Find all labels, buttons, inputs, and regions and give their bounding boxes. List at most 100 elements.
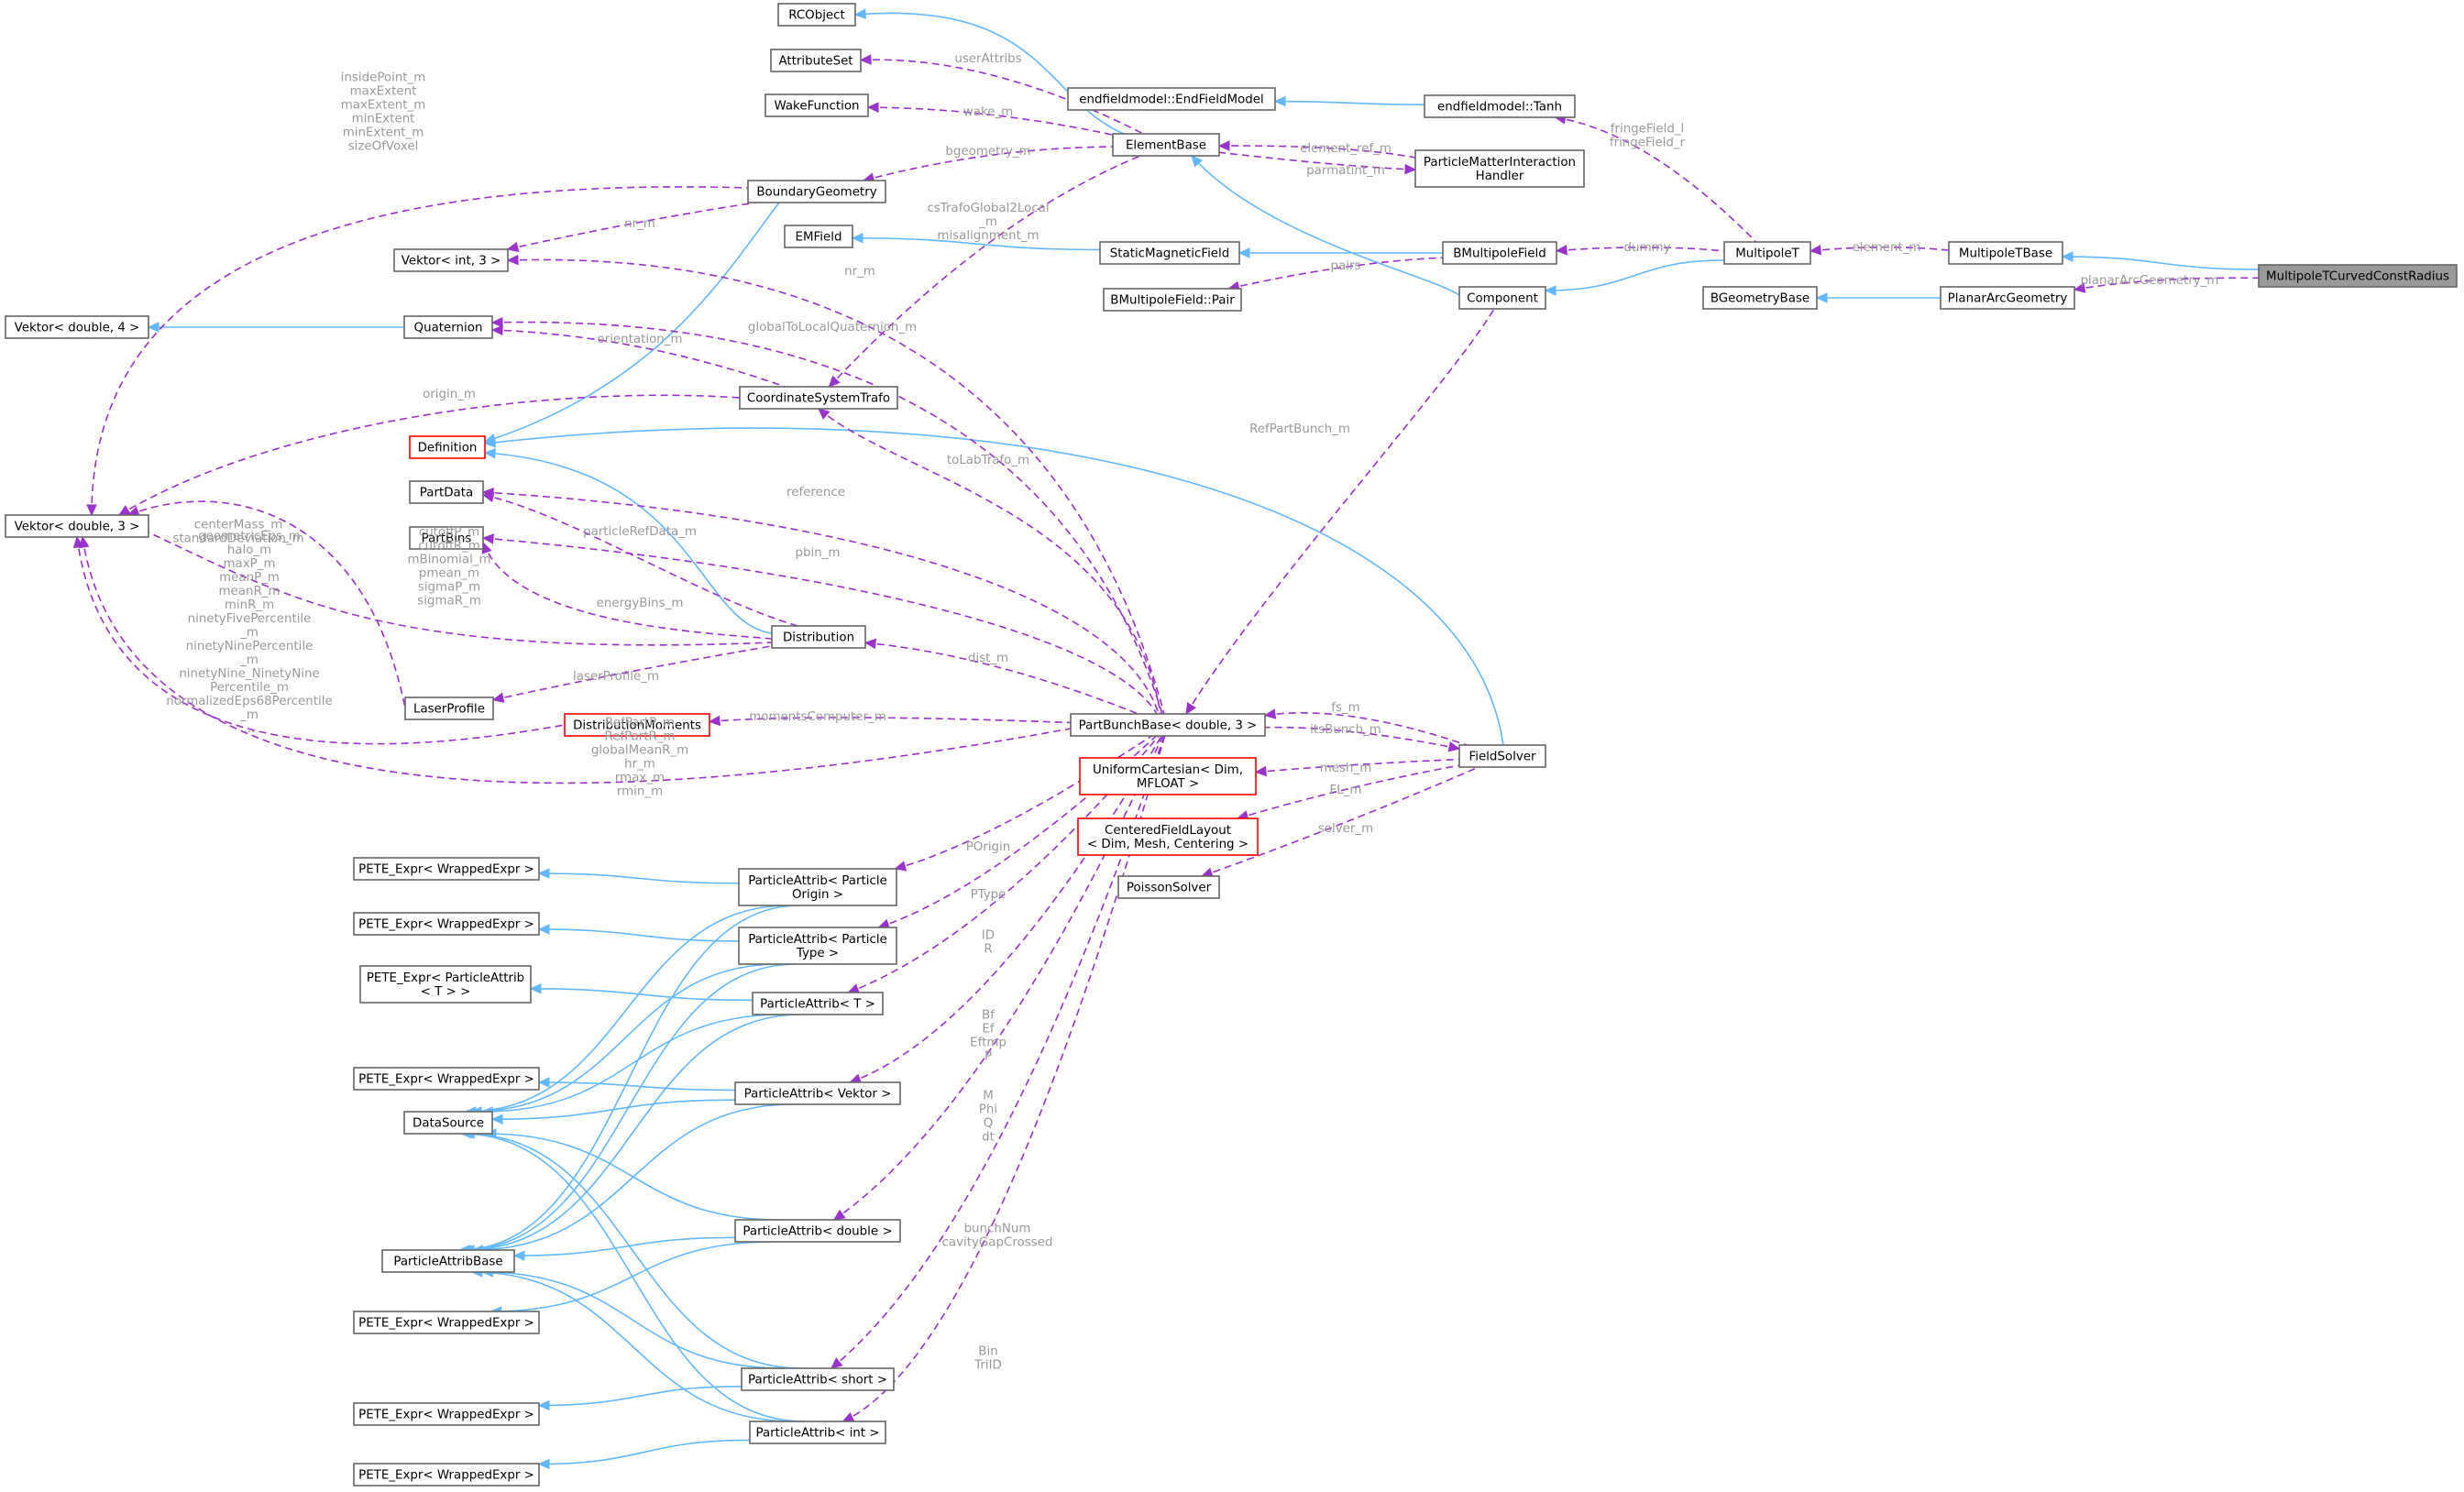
inheritance-edge: [854, 12, 1125, 135]
class-node-box: [738, 868, 897, 906]
class-node-attributeset[interactable]: AttributeSet: [770, 49, 862, 72]
class-node-box: [752, 992, 884, 1015]
inheritance-edge: [484, 452, 773, 634]
class-node-multipoletbase[interactable]: MultipoleTBase: [1948, 241, 2063, 265]
class-node-pa_t[interactable]: ParticleAttrib< T >: [752, 992, 884, 1015]
inheritance-edge: [465, 905, 789, 1113]
inheritance-edge: [471, 963, 780, 1113]
class-node-definition[interactable]: Definition: [409, 435, 486, 459]
inheritance-edge: [471, 1271, 795, 1422]
class-node-pa_vektor[interactable]: ParticleAttrib< Vektor >: [734, 1081, 901, 1105]
class-node-pa_short[interactable]: ParticleAttrib< short >: [741, 1367, 895, 1391]
class-node-poissonsolver[interactable]: PoissonSolver: [1117, 875, 1220, 899]
edge-label: P: [984, 1050, 992, 1064]
edge-label: element_ref_m: [1300, 142, 1392, 156]
class-node-pa_int[interactable]: ParticleAttrib< int >: [749, 1421, 886, 1444]
class-node-efm[interactable]: endfieldmodel::EndFieldModel: [1067, 87, 1276, 111]
class-node-pete6[interactable]: PETE_Expr< WrappedExpr >: [353, 1402, 540, 1426]
class-node-box: [353, 1311, 540, 1334]
class-node-multipoletcurved[interactable]: MultipoleTCurvedConstRadius: [2258, 264, 2458, 288]
class-node-cstrafo[interactable]: CoordinateSystemTrafo: [739, 386, 898, 410]
class-node-pete3[interactable]: PETE_Expr< ParticleAttrib< T > >: [359, 965, 532, 1004]
class-node-pa_double[interactable]: ParticleAttrib< double >: [734, 1219, 901, 1243]
edge-label: _m: [239, 708, 258, 722]
inheritance-edge: [538, 872, 740, 884]
class-node-fieldsolver[interactable]: FieldSolver: [1458, 744, 1546, 768]
class-node-vektord4[interactable]: Vektor< double, 4 >: [5, 315, 149, 339]
arrowhead: [859, 54, 872, 65]
class-node-vektorint3[interactable]: Vektor< int, 3 >: [393, 248, 509, 272]
class-node-label: ParticleAttrib< Vektor >: [744, 1088, 892, 1102]
class-node-box: [777, 3, 856, 27]
arrowhead: [2061, 251, 2074, 262]
class-node-rcobject[interactable]: RCObject: [777, 3, 856, 27]
edge-label: dummy: [1624, 241, 1671, 255]
class-node-label: PETE_Expr< WrappedExpr >: [358, 1317, 534, 1331]
class-node-component[interactable]: Component: [1458, 286, 1546, 310]
class-node-quaternion[interactable]: Quaternion: [403, 315, 493, 339]
class-node-staticmagneticfield[interactable]: StaticMagneticField: [1099, 241, 1240, 265]
class-node-bmultipolefield[interactable]: BMultipoleField: [1442, 241, 1557, 265]
class-node-label: CoordinateSystemTrafo: [747, 392, 890, 406]
class-node-distribution[interactable]: Distribution: [771, 625, 866, 649]
class-node-pete5[interactable]: PETE_Expr< WrappedExpr >: [353, 1311, 540, 1334]
inheritance-edge: [530, 988, 754, 1002]
class-node-label: endfieldmodel::Tanh: [1437, 101, 1562, 115]
class-node-partdata[interactable]: PartData: [409, 480, 484, 504]
class-node-box: [409, 480, 484, 504]
usage-edge: [1228, 257, 1444, 290]
class-node-emfield[interactable]: EMField: [784, 225, 853, 248]
class-node-box: [359, 965, 532, 1004]
class-node-label: ParticleAttribBase: [393, 1256, 502, 1269]
class-node-centeredfieldlayout[interactable]: CenteredFieldLayout< Dim, Mesh, Centerin…: [1077, 817, 1259, 856]
class-node-wakefunction[interactable]: WakeFunction: [764, 93, 869, 117]
arrowhead: [483, 448, 496, 459]
class-node-tanh[interactable]: endfieldmodel::Tanh: [1424, 94, 1576, 118]
class-node-bgeometrybase[interactable]: BGeometryBase: [1702, 286, 1818, 310]
class-node-partbunchbase[interactable]: PartBunchBase< double, 3 >: [1070, 713, 1266, 737]
arrowhead: [537, 1399, 550, 1411]
arrowhead: [1238, 247, 1250, 258]
class-node-box: [409, 435, 486, 459]
class-node-label: RCObject: [788, 9, 845, 23]
class-node-pete4[interactable]: PETE_Expr< WrappedExpr >: [353, 1067, 540, 1091]
class-node-partbins[interactable]: PartBins: [409, 526, 484, 550]
class-node-vektord3[interactable]: Vektor< double, 3 >: [5, 514, 149, 538]
edge-label: minExtent_m: [343, 126, 424, 140]
edge-label: meanR_m: [218, 585, 280, 598]
class-node-uniformcartesian[interactable]: UniformCartesian< Dim,MFLOAT >: [1079, 757, 1257, 795]
edge-label: Percentile_m: [210, 681, 289, 695]
class-node-boundarygeometry[interactable]: BoundaryGeometry: [747, 180, 886, 203]
arrowhead: [828, 375, 841, 388]
class-node-particleattribbase[interactable]: ParticleAttribBase: [381, 1249, 515, 1273]
class-node-box: [353, 912, 540, 936]
class-node-planararcgeometry[interactable]: PlanarArcGeometry: [1940, 286, 2075, 310]
class-node-bmfpair[interactable]: BMultipoleField::Pair: [1103, 288, 1242, 312]
class-node-multipolet[interactable]: MultipoleT: [1723, 241, 1811, 265]
class-node-pete7[interactable]: PETE_Expr< WrappedExpr >: [353, 1463, 540, 1487]
arrowhead: [1815, 292, 1828, 303]
arrowhead: [866, 102, 879, 113]
class-node-pete1[interactable]: PETE_Expr< WrappedExpr >: [353, 857, 540, 881]
class-node-label: DataSource: [412, 1117, 484, 1131]
usage-edge: [1218, 151, 1416, 170]
class-node-pete2[interactable]: PETE_Expr< WrappedExpr >: [353, 912, 540, 936]
class-node-elementbase[interactable]: ElementBase: [1112, 133, 1220, 157]
class-node-datasource[interactable]: DataSource: [403, 1111, 493, 1135]
arrowhead: [537, 1077, 550, 1088]
edge-label: csTrafoGlobal2Local: [927, 202, 1049, 215]
class-node-laserprofile[interactable]: LaserProfile: [404, 697, 494, 720]
usage-edge: [860, 59, 1144, 135]
class-node-label: Vektor< double, 3 >: [15, 521, 140, 534]
edge-label: normalizedEps68Percentile: [166, 695, 332, 708]
arrowhead: [853, 8, 866, 19]
class-node-label: Distribution: [783, 631, 854, 645]
inheritance-edge: [484, 427, 1504, 746]
class-node-box: [353, 1067, 540, 1091]
class-node-distmoments[interactable]: DistributionMoments: [564, 713, 710, 737]
usage-edge: [1201, 766, 1480, 877]
edge-label: momentsComputer_m: [749, 710, 886, 724]
